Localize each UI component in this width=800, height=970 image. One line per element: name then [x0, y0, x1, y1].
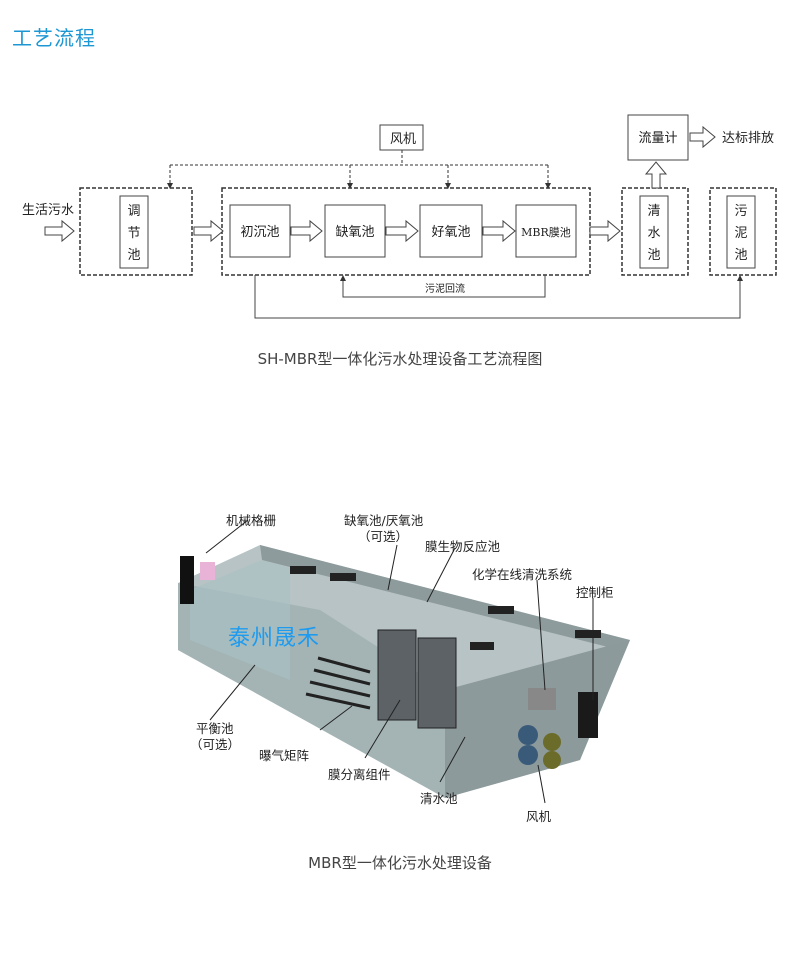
equalization-label: 调 — [127, 204, 140, 219]
flowmeter-box — [627, 114, 689, 161]
input-label: 生活污水 — [22, 203, 74, 218]
flow-arrows — [44, 125, 716, 243]
section-title: 工艺流程 — [12, 26, 96, 50]
equalization-zone — [79, 187, 193, 276]
label-anoxic-optional: （可选） — [358, 529, 409, 544]
label-membrane-module: 膜分离组件 — [328, 767, 391, 782]
sludge-tank-label: 污 — [734, 204, 747, 219]
label-blower: 风机 — [526, 809, 552, 824]
membrane-module — [417, 637, 457, 729]
equalization-label: 节 — [127, 226, 140, 241]
stage-primary-settling: 初沉池 — [240, 225, 279, 240]
sludge-return-label: 污泥回流 — [425, 282, 465, 295]
flowmeter-label: 流量计 — [638, 131, 677, 146]
label-balance-tank: 平衡池 — [196, 721, 234, 736]
sludge-tank-label: 池 — [734, 248, 747, 263]
label-aeration-matrix: 曝气矩阵 — [259, 748, 310, 763]
label-anoxic-tank: 缺氧池/厌氧池 — [344, 513, 424, 528]
stage-anoxic: 缺氧池 — [335, 225, 374, 240]
label-balance-optional: （可选） — [190, 737, 241, 752]
blower-label: 风机 — [390, 132, 416, 147]
label-clear-tank: 清水池 — [420, 791, 458, 806]
label-mbr-tank: 膜生物反应池 — [425, 539, 501, 554]
process-flow-diagram: 生活污水 风机 调 节 池 初沉池 缺氧池 好氧池 MBR膜池 清 水 池 污 … — [22, 114, 777, 319]
output-label: 达标排放 — [722, 131, 774, 146]
sludge-tank-zone — [709, 187, 777, 276]
flow-caption: SH-MBR型一体化污水处理设备工艺流程图 — [257, 350, 543, 368]
clear-tank-label: 水 — [647, 226, 660, 241]
label-cip-system: 化学在线清洗系统 — [472, 567, 573, 582]
sludge-tank-label: 泥 — [734, 226, 747, 241]
mechanical-screen — [180, 556, 194, 604]
clear-tank-label: 池 — [647, 248, 660, 263]
stage-aerobic: 好氧池 — [431, 225, 470, 240]
membrane-module — [377, 629, 417, 721]
watermark: 泰州晟禾 — [228, 626, 321, 651]
control-cabinet — [578, 692, 598, 738]
clear-tank-label: 清 — [647, 204, 660, 219]
equalization-label: 池 — [127, 248, 140, 263]
label-control-cabinet: 控制柜 — [576, 585, 614, 600]
stage-mbr: MBR膜池 — [521, 226, 571, 239]
label-mechanical-screen: 机械格栅 — [226, 513, 277, 528]
equipment-caption: MBR型一体化污水处理设备 — [308, 854, 492, 872]
blower-box — [379, 124, 424, 151]
